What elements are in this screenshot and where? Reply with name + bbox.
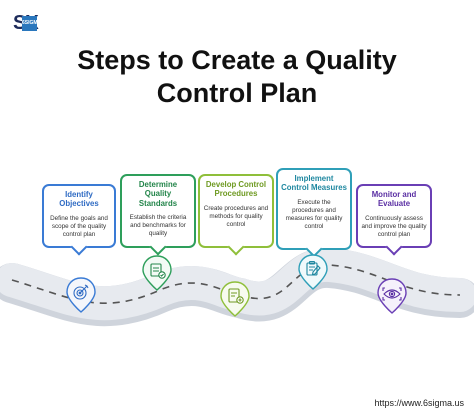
step-description: Define the goals and scope of the qualit… bbox=[50, 214, 108, 238]
title-line-1: Steps to Create a Quality bbox=[77, 45, 397, 75]
step-description: Execute the procedures and measures for … bbox=[285, 198, 343, 230]
map-pin-2 bbox=[142, 255, 172, 291]
step-card-5: Monitor and Evaluate Continuously assess… bbox=[356, 184, 432, 256]
step-title: Implement Control Measures bbox=[281, 174, 347, 193]
checklist-icon bbox=[150, 263, 166, 279]
title-line-2: Control Plan bbox=[156, 78, 318, 108]
step-description: Continuously assess and improve the qual… bbox=[361, 214, 427, 238]
map-pin-3 bbox=[220, 281, 250, 317]
map-pin-4 bbox=[298, 254, 328, 290]
clipboard-pen-icon bbox=[306, 260, 321, 276]
step-card-3: Develop Control Procedures Create proced… bbox=[198, 174, 274, 256]
step-card-2: Determine Quality Standards Establish th… bbox=[120, 174, 196, 256]
step-description: Establish the criteria and benchmarks fo… bbox=[129, 214, 187, 238]
step-card-4: Implement Control Measures Execute the p… bbox=[276, 168, 352, 258]
target-icon bbox=[73, 284, 89, 300]
step-description: Create procedures and methods for qualit… bbox=[203, 204, 269, 228]
step-title: Monitor and Evaluate bbox=[371, 190, 417, 209]
page-title: Steps to Create a Quality Control Plan bbox=[0, 44, 474, 110]
eye-icon bbox=[382, 287, 402, 301]
step-card-1: Identify Objectives Define the goals and… bbox=[42, 184, 116, 256]
map-pin-1 bbox=[66, 277, 96, 313]
logo-sigma-badge: 6SIGMA bbox=[22, 16, 41, 31]
procedure-doc-icon bbox=[228, 288, 244, 304]
map-pin-5 bbox=[377, 278, 407, 314]
logo: SX 6SIGMA bbox=[12, 12, 48, 36]
footer-url[interactable]: https://www.6sigma.us bbox=[374, 398, 464, 408]
step-title: Identify Objectives bbox=[59, 190, 99, 209]
step-title: Develop Control Procedures bbox=[205, 180, 267, 199]
step-title: Determine Quality Standards bbox=[138, 180, 178, 208]
